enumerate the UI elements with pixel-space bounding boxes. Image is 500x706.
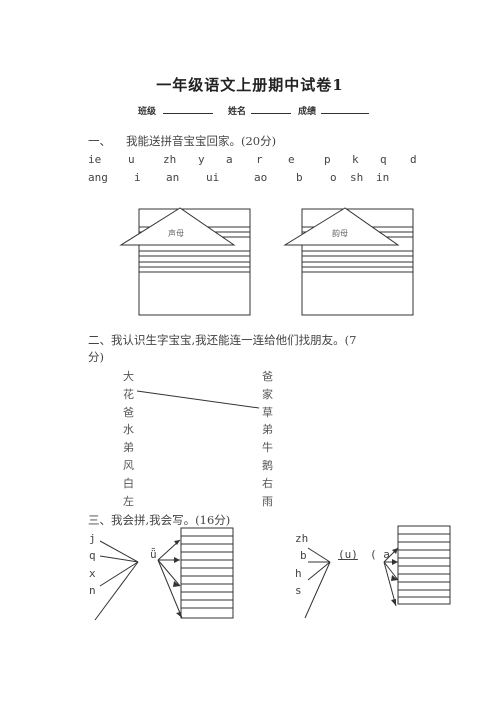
pinyin-item: a bbox=[226, 153, 233, 166]
left-char: 风 bbox=[123, 459, 134, 472]
connect-lines-right bbox=[304, 547, 399, 619]
final-item: (u) bbox=[338, 548, 358, 561]
initial-item: s bbox=[295, 584, 302, 597]
pinyin-item: an bbox=[166, 171, 180, 184]
right-char: 鹅 bbox=[262, 459, 273, 472]
score-label: 成绩 bbox=[298, 107, 317, 117]
connect-lines-left bbox=[94, 539, 183, 621]
writing-grid-left bbox=[180, 527, 234, 619]
section2-heading-cont: 分) bbox=[88, 350, 104, 364]
pinyin-item: e bbox=[288, 153, 295, 166]
name-blank bbox=[251, 104, 292, 114]
initial-item: j bbox=[89, 532, 96, 545]
left-char: 爸 bbox=[123, 406, 134, 419]
page-title: 一年级语文上册期中试卷1 bbox=[156, 76, 344, 94]
left-char: 花 bbox=[123, 388, 134, 401]
pinyin-item: o bbox=[330, 171, 337, 184]
right-char: 弟 bbox=[262, 423, 273, 436]
house-finals-label: 韵母 bbox=[332, 229, 348, 238]
pinyin-item: zh bbox=[163, 153, 177, 166]
pinyin-item: ie bbox=[88, 153, 102, 166]
pinyin-item: ui bbox=[206, 171, 220, 184]
score-blank bbox=[321, 104, 370, 114]
left-char: 白 bbox=[123, 477, 134, 490]
name-label: 姓名 bbox=[228, 107, 247, 117]
right-char: 牛 bbox=[262, 441, 273, 454]
initial-item: zh bbox=[295, 532, 309, 545]
pinyin-item: d bbox=[410, 153, 417, 166]
left-char: 水 bbox=[123, 423, 134, 436]
pinyin-item: ang bbox=[88, 171, 108, 184]
left-char: 左 bbox=[123, 495, 134, 508]
name-field: 姓名 bbox=[228, 104, 292, 117]
section2-heading: 二、我认识生字宝宝,我还能连一连给他们找朋友。(7 bbox=[88, 333, 357, 347]
pinyin-item: sh bbox=[350, 171, 364, 184]
class-field: 班级 bbox=[138, 104, 214, 117]
writing-grid-right bbox=[397, 525, 451, 605]
pinyin-item: q bbox=[380, 153, 387, 166]
section1-number: 一、 bbox=[88, 134, 111, 148]
left-char: 弟 bbox=[123, 441, 134, 454]
initial-item: h bbox=[295, 567, 302, 580]
pinyin-item: k bbox=[352, 153, 359, 166]
pinyin-item: r bbox=[256, 153, 263, 166]
house-initials-label: 声母 bbox=[168, 229, 184, 238]
right-char: 右 bbox=[262, 477, 273, 490]
initial-item: n bbox=[89, 584, 96, 597]
house-finals bbox=[283, 207, 414, 316]
final-item: ( a bbox=[370, 548, 390, 561]
house-initials bbox=[119, 207, 251, 316]
left-char: 大 bbox=[123, 370, 134, 383]
right-char: 草 bbox=[262, 406, 273, 419]
pinyin-item: b bbox=[296, 171, 303, 184]
final-item: ǖ bbox=[150, 548, 157, 561]
pinyin-item: in bbox=[376, 171, 390, 184]
section3-heading: 三、我会拼,我会写。(16分) bbox=[88, 513, 231, 527]
right-char: 爸 bbox=[262, 370, 273, 383]
class-label: 班级 bbox=[138, 107, 157, 117]
score-field: 成绩 bbox=[298, 104, 370, 117]
initial-item: b bbox=[300, 549, 307, 562]
pinyin-item: p bbox=[324, 153, 331, 166]
class-blank bbox=[163, 104, 214, 114]
match-line bbox=[136, 390, 260, 409]
pinyin-item: ao bbox=[254, 171, 268, 184]
pinyin-item: i bbox=[134, 171, 141, 184]
right-char: 家 bbox=[262, 388, 273, 401]
initial-item: q bbox=[89, 549, 96, 562]
pinyin-item: y bbox=[198, 153, 205, 166]
right-char: 雨 bbox=[262, 495, 273, 508]
pinyin-item: u bbox=[128, 153, 135, 166]
section1-heading: 我能送拼音宝宝回家。(20分) bbox=[126, 134, 277, 148]
initial-item: x bbox=[89, 567, 96, 580]
